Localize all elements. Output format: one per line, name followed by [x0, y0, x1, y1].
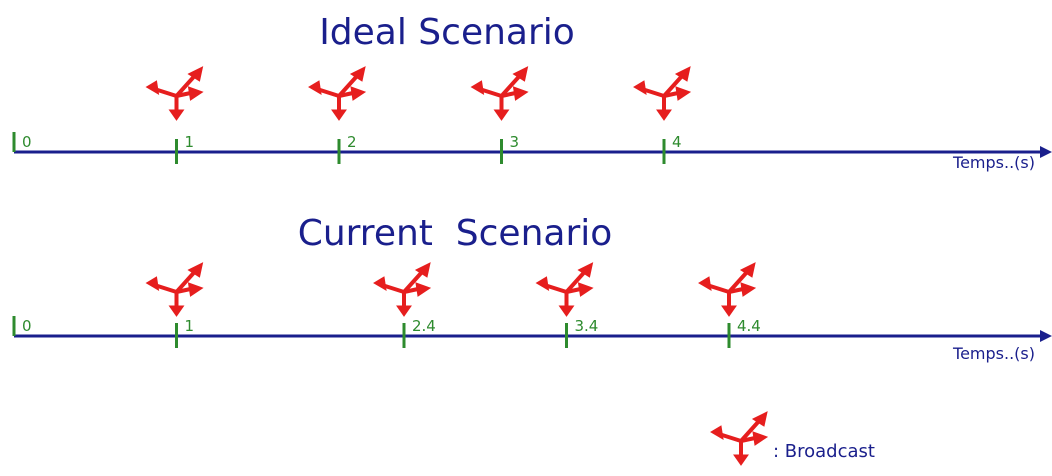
legend-label: : Broadcast: [773, 441, 875, 462]
tick-group: 0 1 2.4 3.4 4.4: [12, 261, 761, 348]
scenario-current: Current Scenario Temps..(s) 0 1 2.4 3.4 4.4: [12, 213, 1052, 363]
broadcast-icon: [144, 65, 205, 122]
tick-label: 1: [185, 317, 195, 335]
broadcast-icon: [632, 65, 692, 122]
tick-label: 0: [22, 317, 32, 335]
scenario-title: Current Scenario: [298, 213, 613, 254]
tick-label: 4: [672, 133, 682, 151]
scenario-ideal: Ideal Scenario Temps..(s) 0 1 2 3 4: [12, 12, 1052, 172]
broadcast-icon: [144, 261, 205, 318]
scenario-title: Ideal Scenario: [319, 12, 575, 53]
tick-label: 2: [347, 133, 357, 151]
tick-label: 3.4: [575, 317, 599, 335]
tick-label: 4.4: [737, 317, 761, 335]
tick-group: 0 1 2 3 4: [12, 65, 692, 164]
axis-label: Temps..(s): [952, 344, 1035, 363]
broadcast-icon: [534, 261, 595, 318]
broadcast-icon: [697, 261, 757, 318]
broadcast-icon: [709, 410, 769, 467]
broadcast-icon: [307, 65, 367, 122]
tick-label: 2.4: [412, 317, 436, 335]
tick-label: 3: [510, 133, 520, 151]
legend: : Broadcast: [709, 410, 875, 467]
broadcast-icon: [469, 65, 530, 122]
axis-label: Temps..(s): [952, 153, 1035, 172]
axis-arrowhead: [1040, 146, 1052, 158]
axis-arrowhead: [1040, 330, 1052, 342]
tick-label: 1: [185, 133, 195, 151]
broadcast-icon: [372, 261, 432, 318]
tick-label: 0: [22, 133, 32, 151]
